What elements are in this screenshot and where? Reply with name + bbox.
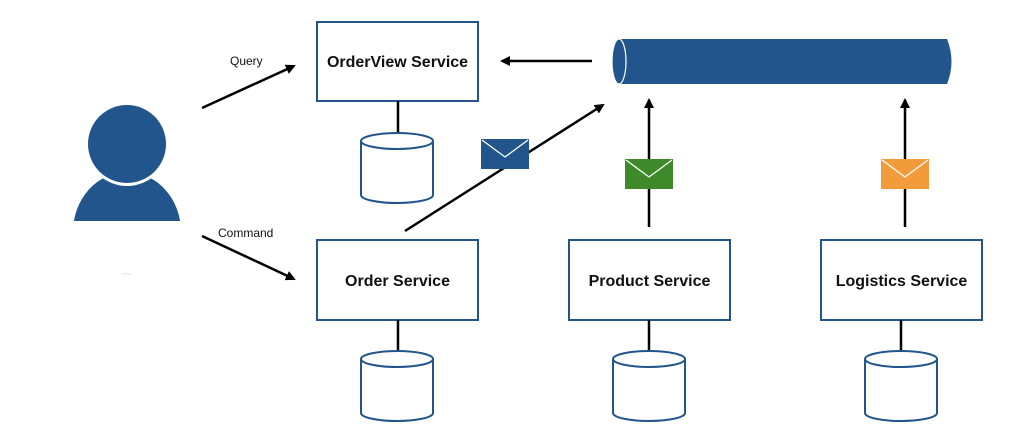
query-arrow <box>201 64 296 110</box>
orderview-service-box[interactable]: OrderView Service <box>316 21 479 102</box>
database-top <box>612 350 686 368</box>
query-label: Query <box>230 54 263 68</box>
envelope-body <box>481 139 529 169</box>
database-top <box>360 350 434 368</box>
message-queue-icon <box>611 38 952 85</box>
database-body <box>360 141 434 204</box>
person-icon <box>73 102 181 221</box>
database-body <box>864 359 938 422</box>
command-arrow <box>201 234 296 281</box>
envelope-flap <box>881 159 929 178</box>
database-top <box>864 350 938 368</box>
envelope-body <box>625 159 673 189</box>
product-database-icon <box>612 350 686 422</box>
envelope-flap <box>481 139 529 158</box>
order-service-box[interactable]: Order Service <box>316 239 479 321</box>
logistics-database-icon <box>864 350 938 422</box>
command-label: Command <box>218 226 273 240</box>
database-body <box>360 359 434 422</box>
logistics-service-label: Logistics Service <box>836 273 968 290</box>
orderview-database-icon <box>360 132 434 204</box>
product-service-box[interactable]: Product Service <box>568 239 731 321</box>
envelope-body <box>881 159 929 189</box>
product-service-label: Product Service <box>589 273 711 290</box>
logistics-event-envelope-icon <box>881 159 929 189</box>
order-database-icon <box>360 350 434 422</box>
order-service-label: Order Service <box>345 273 450 290</box>
database-body <box>612 359 686 422</box>
order-event-envelope-icon <box>481 139 529 169</box>
logistics-service-box[interactable]: Logistics Service <box>820 239 983 321</box>
product-event-envelope-icon <box>625 159 673 189</box>
orderview-service-label: OrderView Service <box>327 54 468 71</box>
database-top <box>360 132 434 150</box>
envelope-flap <box>625 159 673 178</box>
